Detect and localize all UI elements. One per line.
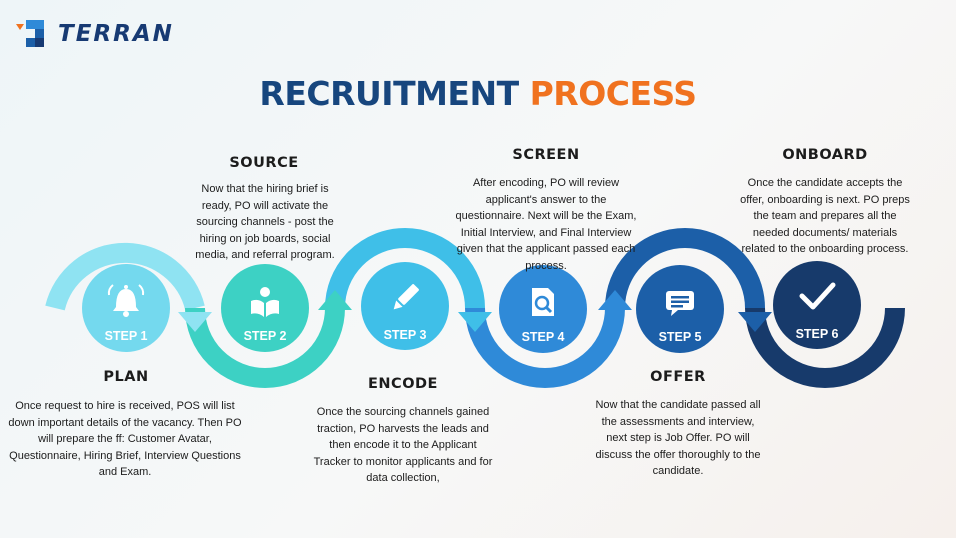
step-3-label: STEP 3 bbox=[384, 328, 427, 342]
step-5-description: Now that the candidate passed all the as… bbox=[595, 399, 761, 477]
bell-icon bbox=[107, 284, 145, 317]
step-5-heading: OFFER bbox=[650, 369, 706, 385]
arrow-5 bbox=[738, 312, 772, 332]
step-1-description: Once request to hire is received, POS wi… bbox=[8, 400, 242, 478]
step-6-label: STEP 6 bbox=[796, 327, 839, 341]
arc-1 bbox=[45, 242, 205, 311]
message-icon bbox=[666, 291, 694, 316]
brand-name: TERRAN bbox=[58, 21, 174, 47]
arrow-3 bbox=[458, 312, 492, 332]
page-title: RECRUITMENT PROCESS bbox=[0, 74, 956, 113]
step-4-description: After encoding, PO will review applicant… bbox=[455, 177, 637, 272]
checkmark-icon bbox=[799, 282, 836, 310]
step-2-heading: SOURCE bbox=[229, 155, 299, 171]
step-1-heading: PLAN bbox=[103, 369, 149, 385]
arc-6 bbox=[745, 307, 905, 388]
step-4-heading: SCREEN bbox=[512, 147, 580, 163]
arc-3 bbox=[325, 228, 485, 309]
brand-logo: TERRAN bbox=[14, 18, 174, 50]
arrow-4 bbox=[598, 290, 632, 310]
document-search-icon bbox=[532, 288, 554, 316]
terran-logo-icon bbox=[16, 20, 44, 47]
step-3-description: Once the sourcing channels gained tracti… bbox=[313, 406, 493, 484]
step-3-heading: ENCODE bbox=[368, 376, 438, 392]
step-6-description: Once the candidate accepts the offer, on… bbox=[740, 177, 910, 255]
arrow-1 bbox=[178, 312, 212, 332]
pencil-icon bbox=[393, 284, 419, 310]
arc-4 bbox=[465, 307, 625, 388]
open-book-icon bbox=[251, 287, 279, 317]
arrow-2 bbox=[318, 290, 352, 310]
title-part-2: PROCESS bbox=[529, 74, 697, 113]
step-2-label: STEP 2 bbox=[244, 329, 287, 343]
step-1-label: STEP 1 bbox=[105, 329, 148, 343]
step-3-circle bbox=[361, 262, 449, 350]
step-6-heading: ONBOARD bbox=[782, 147, 868, 163]
step-5-label: STEP 5 bbox=[659, 330, 702, 344]
step-4-label: STEP 4 bbox=[522, 330, 565, 344]
arc-2 bbox=[185, 307, 345, 388]
arc-5 bbox=[605, 228, 765, 309]
step-2-circle bbox=[221, 264, 309, 352]
title-part-1: RECRUITMENT bbox=[259, 74, 519, 113]
step-2-description: Now that the hiring brief is ready, PO w… bbox=[195, 183, 335, 261]
